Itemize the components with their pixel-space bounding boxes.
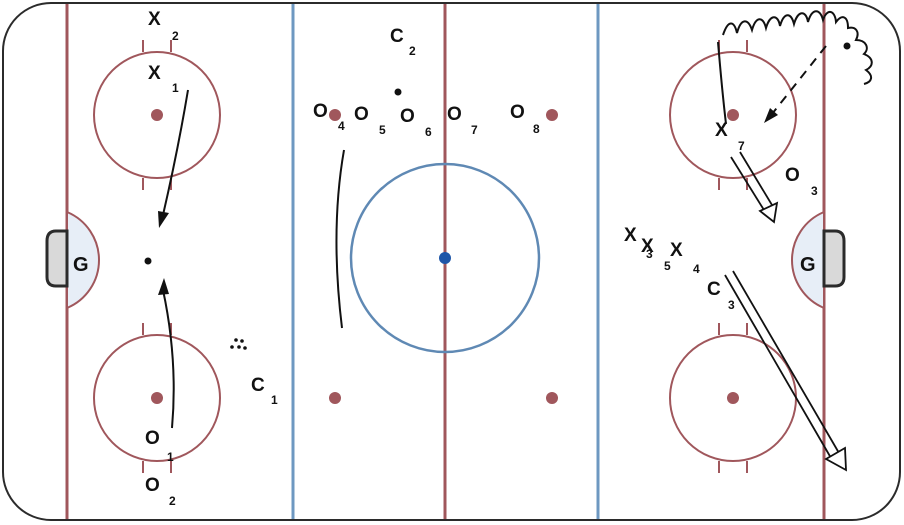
defense-marker: O [510, 102, 525, 123]
offense-marker: X [624, 225, 637, 246]
coaches: C 2 C 1 C 3 [251, 26, 735, 407]
double-pass-lines [724, 151, 847, 472]
center-faceoff-circle [349, 162, 541, 354]
neutral-dot [546, 392, 558, 404]
neutral-dot [329, 109, 341, 121]
defense-number: 2 [169, 494, 176, 508]
faceoff-circle-left-bottom [93, 323, 221, 473]
offense-number: 2 [172, 29, 179, 43]
coach-number: 1 [271, 393, 278, 407]
defense-number: 6 [425, 125, 432, 139]
coach-number: 3 [728, 298, 735, 312]
defense-number: 3 [811, 184, 818, 198]
goalie-left: G [73, 254, 89, 276]
neutral-dot [546, 109, 558, 121]
defense-marker: O [447, 104, 462, 125]
center-faceoff-dot [439, 252, 451, 264]
faceoff-dot [151, 392, 163, 404]
coach-marker: C [251, 375, 265, 396]
offense-marker: X [670, 240, 683, 261]
drill-paths [162, 10, 873, 429]
defense-number: 5 [379, 123, 386, 137]
defense-marker: O [354, 104, 369, 125]
goal-net-right [822, 229, 846, 288]
offense-number: 4 [693, 262, 700, 276]
defense-marker: O [785, 165, 800, 186]
faceoff-dot [727, 109, 739, 121]
puck-pile [230, 338, 247, 350]
neutral-dot [329, 392, 341, 404]
faceoff-dot [151, 109, 163, 121]
coach-marker: C [390, 26, 404, 47]
coach-marker: C [707, 279, 721, 300]
defense-marker: O [400, 106, 415, 127]
offense-number: 5 [664, 259, 671, 273]
defense-marker: O [313, 101, 328, 122]
goalie-right: G [800, 254, 816, 276]
offense-number: 7 [738, 139, 745, 153]
offense-marker: X [148, 63, 161, 84]
offense-marker: X [148, 9, 161, 30]
defense-marker: O [145, 428, 160, 449]
puck [394, 88, 402, 96]
faceoff-dot [727, 392, 739, 404]
defense-number: 7 [471, 123, 478, 137]
offense-marker: X [641, 236, 654, 257]
coach-number: 2 [409, 44, 416, 58]
arrow-heads [158, 108, 778, 295]
defense-number: 4 [338, 119, 345, 133]
puck [843, 42, 851, 50]
defense-number: 8 [533, 122, 540, 136]
goal-crease-left [66, 210, 100, 310]
goal-crease-right [791, 210, 825, 310]
goal-net-left [45, 229, 69, 288]
puck [144, 257, 152, 265]
offense-number: 1 [172, 81, 179, 95]
offense-marker: X [715, 120, 728, 141]
defense-marker: O [145, 475, 160, 496]
offense-players: X 2 X 1 X 7 X 3 X 5 X 4 [148, 9, 745, 276]
offense-number: 3 [646, 247, 653, 261]
defense-number: 1 [167, 450, 174, 464]
defense-players: O 4 O 5 O 6 O 7 O 8 O 3 O 1 O 2 [145, 101, 818, 508]
